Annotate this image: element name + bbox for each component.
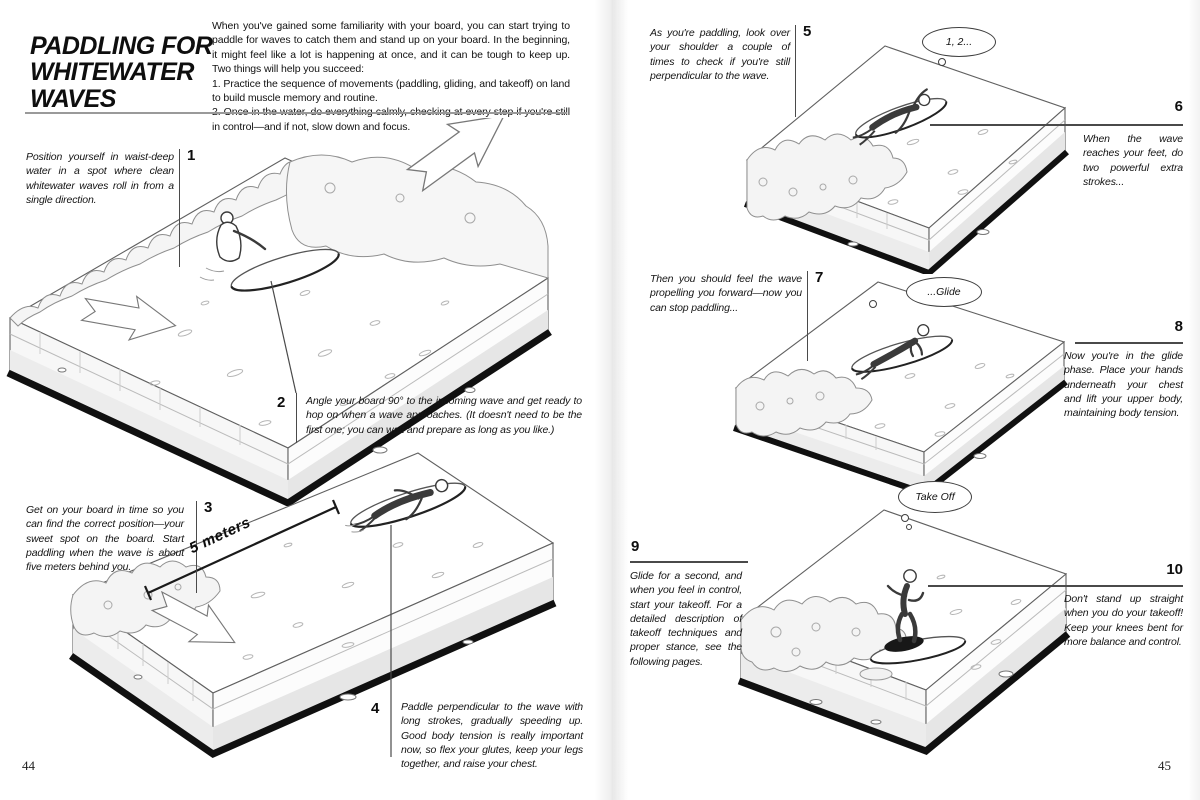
foam-stipple	[149, 290, 450, 426]
foam-stipple	[242, 542, 484, 660]
illustration-steps-9-10	[737, 509, 1071, 755]
illustration-steps-3-4	[69, 452, 557, 758]
thought-bubble: Take Off	[898, 481, 972, 513]
surfer-sitting	[199, 211, 267, 281]
whitewater-foam	[70, 560, 221, 637]
thought-bubble-dot	[906, 524, 912, 530]
step-9-number: 9	[631, 538, 640, 555]
thought-bubble-dot	[869, 300, 877, 308]
step-9-caption: Glide for a second, and when you feel in…	[630, 570, 742, 668]
step-3-caption: Get on your board in time so you can fin…	[26, 504, 184, 574]
step-2-caption: Angle your board 90° to the incoming wav…	[306, 395, 582, 436]
page-number-right: 45	[1158, 758, 1171, 773]
leader-line-step-2	[270, 280, 297, 394]
step-6-leader	[930, 124, 1183, 126]
step-8-caption: Now you're in the glide phase. Place you…	[1064, 350, 1183, 420]
step-10-leader	[928, 585, 1183, 587]
illustration-steps-1-2	[6, 118, 552, 506]
surfer-takeoff	[886, 569, 925, 644]
step-5-number: 5	[803, 23, 812, 40]
step-6-caption: When the wave reaches your feet, do two …	[1083, 133, 1183, 188]
page-title: PADDLING FOR WHITEWATER WAVES	[30, 31, 213, 113]
step-1-number: 1	[187, 147, 196, 164]
block-base-shadow	[743, 149, 1069, 274]
whitewater-foam	[746, 133, 908, 221]
step-7-caption: Then you should feel the wave propelling…	[650, 273, 802, 314]
measurement-line	[143, 499, 341, 601]
step-9-leader	[630, 561, 748, 563]
thought-bubble-dot	[938, 58, 946, 66]
whitewater-foam	[735, 369, 873, 437]
step-2-number: 2	[277, 394, 286, 411]
step-3-number: 3	[204, 499, 213, 516]
foam-stipple	[874, 363, 1015, 437]
step-6-number: 6	[1174, 98, 1183, 115]
header-rule	[25, 112, 567, 114]
page-number-left: 44	[22, 758, 35, 773]
thought-bubble: ...Glide	[906, 277, 982, 307]
surfboard	[230, 248, 340, 292]
thought-bubble-dot	[901, 514, 909, 522]
block-base-shadow	[69, 599, 557, 758]
surfer-gliding	[851, 324, 954, 381]
illustration-steps-5-6	[743, 45, 1069, 274]
step-1-leader	[179, 149, 181, 267]
foam-stipple	[887, 109, 1018, 205]
step-8-rule	[1075, 342, 1183, 344]
block-base-shadow	[737, 631, 1071, 755]
board-wake-foam	[859, 667, 893, 681]
surfer-paddling	[345, 478, 467, 533]
surfer-paddling-look	[852, 88, 948, 146]
step-1-caption: Position yourself in waist-deep water in…	[26, 151, 174, 206]
illustration-steps-7-8	[733, 281, 1068, 494]
step-7-leader	[807, 271, 809, 361]
step-4-caption: Paddle perpendicular to the wave with lo…	[401, 701, 583, 771]
step-10-caption: Don't stand up straight when you do your…	[1064, 593, 1183, 648]
step-10-number: 10	[1166, 561, 1183, 578]
whitewater-foam	[285, 154, 549, 279]
step-8-number: 8	[1174, 318, 1183, 335]
step-5-caption: As you're paddling, look over your shoul…	[650, 27, 790, 82]
block-base-shadow	[6, 329, 552, 506]
foam-stipple	[936, 574, 1022, 670]
thought-bubble: 1, 2...	[922, 27, 996, 57]
whitewater-foam	[9, 161, 311, 327]
step-2-divider	[296, 393, 298, 443]
step-4-number: 4	[371, 700, 380, 717]
step-7-number: 7	[815, 269, 824, 286]
step-5-leader	[795, 25, 797, 117]
step-3-leader	[196, 501, 198, 593]
